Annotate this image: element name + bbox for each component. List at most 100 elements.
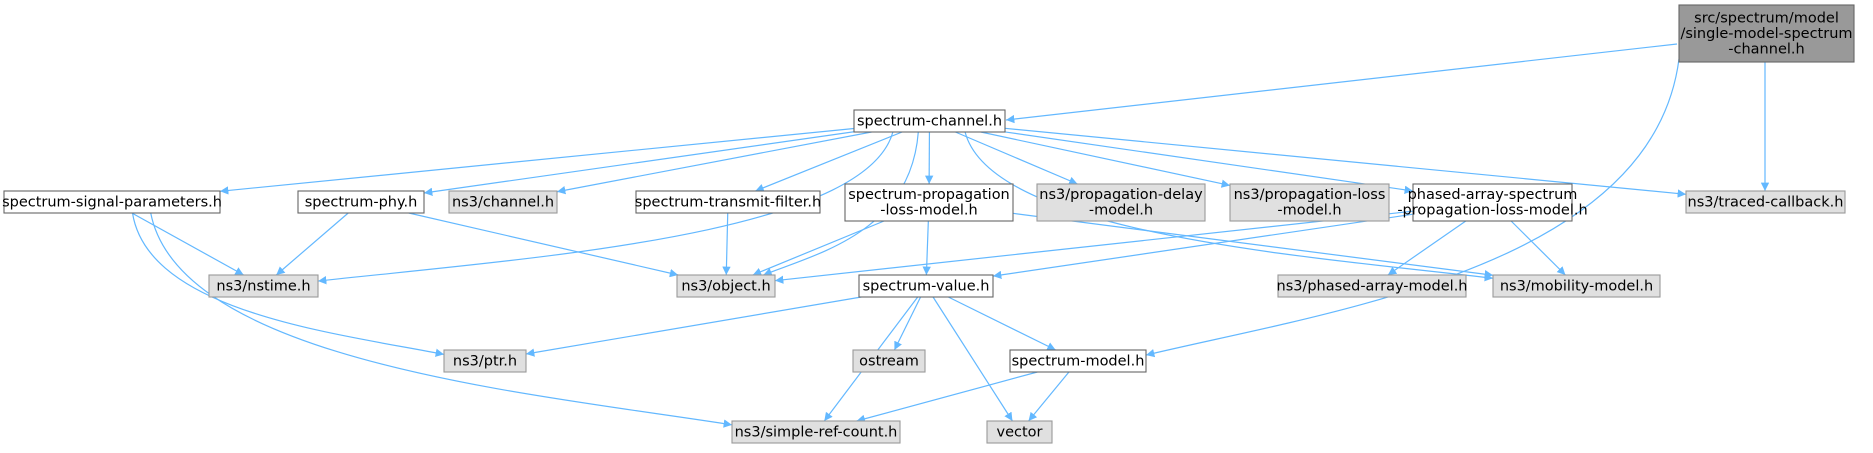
node-ns3-phased-array-model: ns3/phased-array-model.h [1277,274,1468,298]
node-spectrum-value[interactable]: spectrum-value.h [858,274,994,298]
node-label: ns3/traced-callback.h [1688,194,1844,210]
node-box [676,274,776,298]
node-label: -propagation-loss-model.h [1397,203,1587,219]
edge-spectrum-propagation-loss-model-to-spectrum-value [922,220,931,276]
node-ns3-traced-callback: ns3/traced-callback.h [1685,190,1846,214]
node-box [1036,183,1206,222]
node-label: ns3/mobility-model.h [1500,278,1653,294]
node-box [852,349,926,373]
node-label: -model.h [1089,203,1153,219]
node-box [1492,274,1661,298]
edge-spectrum-value-to-ostream [893,296,922,351]
node-spectrum-transmit-filter[interactable]: spectrum-transmit-filter.h [635,190,821,214]
edge-spectrum-channel-to-spectrum-phy [423,131,855,196]
edge-spectrum-model-to-ns3-simple-ref-count [856,371,1038,423]
node-ns3-nstime: ns3/nstime.h [208,274,319,298]
node-label: spectrum-transmit-filter.h [635,194,821,210]
node-box [731,420,901,444]
node-ns3-channel: ns3/channel.h [448,190,558,214]
edge-root-to-spectrum-model [1145,58,1680,358]
node-box [1685,190,1846,214]
node-label: spectrum-value.h [863,278,990,294]
node-vector: vector [986,420,1053,444]
node-label: ns3/phased-array-model.h [1277,278,1468,294]
node-label: ns3/nstime.h [216,278,310,294]
node-spectrum-phy[interactable]: spectrum-phy.h [297,190,425,214]
node-ostream: ostream [852,349,926,373]
node-ns3-object: ns3/object.h [676,274,776,298]
node-box [208,274,319,298]
edge-spectrum-signal-parameters-to-ns3-ptr [131,212,445,357]
edge-spectrum-value-to-vector [932,296,1013,422]
node-spectrum-channel[interactable]: spectrum-channel.h [853,109,1006,133]
node-spectrum-signal-parameters[interactable]: spectrum-signal-parameters.h [2,190,222,214]
edge-spectrum-model-to-vector [1028,371,1070,422]
node-label: -loss-model.h [880,203,977,219]
edge-spectrum-channel-to-ns3-mobility-model [964,131,1494,282]
node-box [443,349,527,373]
node-label: ns3/ptr.h [453,353,517,369]
edge-phased-array-spectrum-propagation-loss-model-to-ns3-object [774,210,1414,284]
edge-spectrum-channel-to-ns3-traced-callback [1004,127,1687,198]
dependency-edges [131,43,1770,428]
edge-root-to-spectrum-channel [1005,43,1678,124]
edge-spectrum-signal-parameters-to-ns3-simple-ref-count [150,212,733,428]
node-ns3-mobility-model: ns3/mobility-model.h [1492,274,1661,298]
node-box [1277,274,1467,298]
node-ns3-propagation-loss-model: ns3/propagation-loss-model.h [1229,183,1390,222]
node-box [1678,4,1855,63]
node-label: spectrum-model.h [1012,353,1145,369]
node-spectrum-model[interactable]: spectrum-model.h [1009,349,1147,373]
node-label: /single-model-spectrum [1680,26,1852,42]
node-label: src/spectrum/model [1694,10,1839,26]
node-ns3-simple-ref-count: ns3/simple-ref-count.h [731,420,901,444]
node-ns3-ptr: ns3/ptr.h [443,349,527,373]
edge-spectrum-value-to-ns3-ptr [525,296,862,357]
node-box [448,190,558,214]
edge-spectrum-channel-to-ns3-channel [556,131,872,195]
node-box [1009,349,1147,373]
node-box [986,420,1053,444]
node-box [1412,183,1573,222]
node-box [635,190,821,214]
edge-spectrum-transmit-filter-to-ns3-object [722,212,731,276]
node-box [1229,183,1390,222]
node-label: ns3/object.h [681,278,770,294]
node-label: -channel.h [1728,41,1804,57]
node-label: phased-array-spectrum [1408,187,1578,203]
edge-spectrum-channel-to-ns3-propagation-delay-model [955,131,1078,185]
node-label: spectrum-channel.h [857,113,1002,129]
node-box [3,190,221,214]
node-label: spectrum-signal-parameters.h [2,194,222,210]
edge-spectrum-channel-to-ns3-object [763,131,919,276]
node-label: vector [997,424,1043,440]
node-root[interactable]: src/spectrum/model/single-model-spectrum… [1678,4,1855,63]
node-box [853,109,1006,133]
edge-spectrum-channel-to-ns3-propagation-loss-model [980,131,1231,188]
edge-spectrum-channel-to-phased-array-spectrum-propagation-loss-model [1004,131,1414,194]
edge-spectrum-channel-to-spectrum-signal-parameters [219,127,855,195]
node-spectrum-propagation-loss-model[interactable]: spectrum-propagation-loss-model.h [844,183,1014,222]
node-label: ns3/channel.h [452,194,554,210]
node-ns3-propagation-delay-model: ns3/propagation-delay-model.h [1036,183,1206,222]
node-label: ns3/simple-ref-count.h [735,424,898,440]
node-label: -model.h [1277,203,1341,219]
node-label: ns3/propagation-delay [1039,187,1203,203]
edge-spectrum-propagation-loss-model-to-ns3-mobility-model [1012,212,1494,279]
edge-phased-array-spectrum-propagation-loss-model-to-ns3-phased-array-model [1387,220,1467,276]
edge-spectrum-channel-to-spectrum-transmit-filter [755,131,903,192]
node-label: ostream [859,353,919,369]
node-label: ns3/propagation-loss [1234,187,1386,203]
node-box [297,190,425,214]
edge-phased-array-spectrum-propagation-loss-model-to-spectrum-value [992,213,1414,280]
node-label: spectrum-propagation [848,187,1010,203]
edge-spectrum-phy-to-ns3-object [408,212,679,278]
edge-spectrum-signal-parameters-to-ns3-nstime [131,212,244,276]
edge-spectrum-propagation-loss-model-to-ns3-object [752,220,885,276]
node-box [844,183,1014,222]
node-phased-array-spectrum-propagation-loss-model[interactable]: phased-array-spectrum-propagation-loss-m… [1397,183,1588,222]
file-nodes: src/spectrum/model/single-model-spectrum… [2,4,1855,444]
node-box [858,274,994,298]
node-label: spectrum-phy.h [305,194,418,210]
